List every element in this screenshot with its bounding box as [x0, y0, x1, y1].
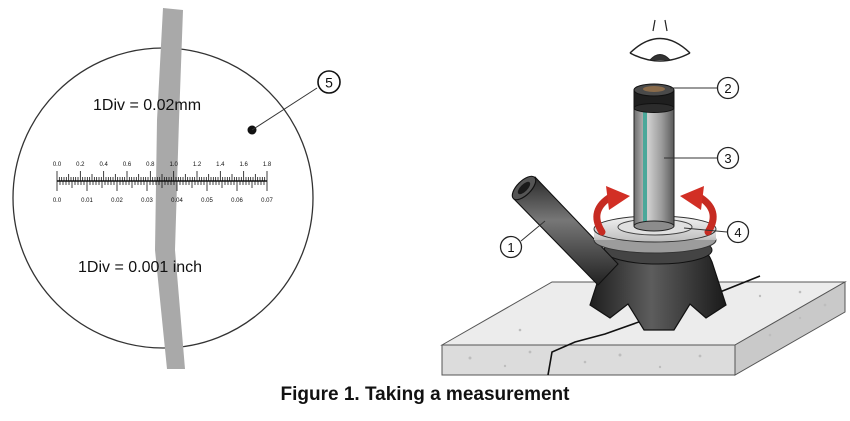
rotation-arrow-right-icon [680, 186, 717, 236]
scale-label-top: 1.0 [169, 162, 178, 168]
scale-label-top: 1.8 [263, 162, 272, 168]
scale-label-top: 1.6 [239, 162, 248, 168]
specimen-strand [155, 8, 185, 369]
scale-label-top: 1.4 [216, 162, 225, 168]
callout-3: 3 [664, 146, 740, 170]
callout-2-label: 2 [724, 81, 731, 96]
callout-1-label: 1 [507, 240, 514, 255]
rotation-arrow-left-icon [593, 186, 630, 236]
microscope-tube [633, 105, 675, 232]
scale-label-top: 0.2 [76, 162, 85, 168]
scale-label-top: 0.8 [146, 162, 155, 168]
scale-label-bottom: 0.06 [231, 198, 243, 204]
light-source-arm [511, 175, 619, 286]
callout-4: 4 [683, 220, 750, 244]
callout-5-circle [317, 70, 341, 94]
scale-label-bottom: 0.05 [201, 198, 213, 204]
scale-label-top: 0.6 [123, 162, 132, 168]
lower-division-label: 1Div = 0.001 inch [78, 259, 202, 276]
upper-division-label: 1Div = 0.02mm [93, 97, 201, 114]
callout-5-label: 5 [325, 75, 333, 91]
scale-label-bottom: 0.02 [111, 198, 123, 204]
figure-caption: Figure 1. Taking a measurement [280, 384, 570, 405]
eyepiece [633, 83, 675, 113]
scale-label-top: 1.2 [193, 162, 202, 168]
eye-icon [629, 19, 691, 62]
scale-label-bottom: 0.0 [53, 198, 62, 204]
microscope-device: 1 2 3 4 [440, 19, 847, 376]
concrete-slab [440, 275, 847, 376]
scale-label-top: 0.0 [53, 162, 62, 168]
measurement-scale: 0.0 0.2 0.4 0.6 0.8 1.0 1.2 1.4 1.6 1.8 0.0 0.01 0.0… [53, 162, 274, 204]
reticle-view: 1Div = 0.02mm 5 0.0 0.2 0.4 0.6 0.8 1.0 1.2 1.4… [12, 8, 341, 369]
callout-1: 1 [499, 220, 546, 259]
callout-4-label: 4 [734, 225, 741, 240]
scale-label-bottom: 0.07 [261, 198, 273, 204]
callout-2: 2 [670, 76, 740, 100]
scale-label-bottom: 0.01 [81, 198, 93, 204]
scale-label-top: 0.4 [99, 162, 108, 168]
scale-label-bottom: 0.04 [171, 198, 183, 204]
callout-5-leader [251, 87, 318, 131]
callout-3-label: 3 [724, 151, 731, 166]
scale-label-bottom: 0.03 [141, 198, 153, 204]
